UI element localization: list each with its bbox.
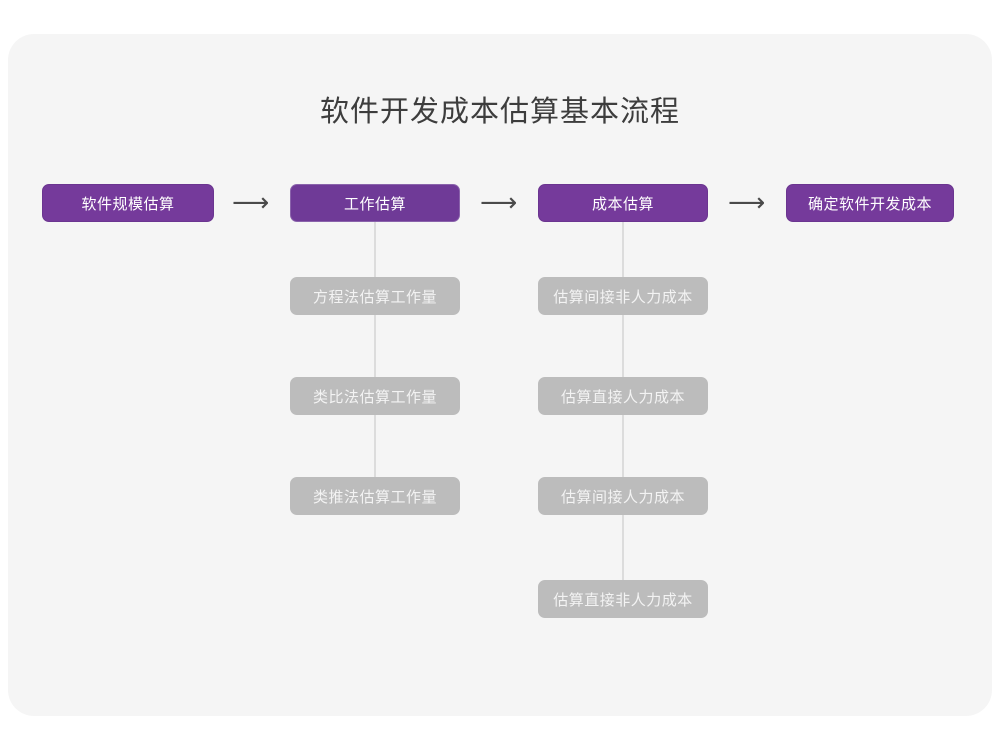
substep-box-direct-nonlabor-cost[interactable]: 估算直接非人力成本	[538, 580, 708, 618]
stage-box-software-scale-estimation[interactable]: 软件规模估算	[42, 184, 214, 222]
stage-box-determine-development-cost[interactable]: 确定软件开发成本	[786, 184, 954, 222]
flow-arrow-3: ⟶	[728, 188, 766, 218]
content-card	[8, 34, 992, 716]
substep-box-direct-labor-cost[interactable]: 估算直接人力成本	[538, 377, 708, 415]
substep-box-equation-method-effort[interactable]: 方程法估算工作量	[290, 277, 460, 315]
substep-box-label: 估算间接人力成本	[560, 488, 685, 506]
substep-box-inference-method-effort[interactable]: 类推法估算工作量	[290, 477, 460, 515]
substep-box-indirect-nonlabor-cost[interactable]: 估算间接非人力成本	[538, 277, 708, 315]
flow-arrow-1: ⟶	[232, 188, 270, 218]
connector-line-stage-2	[374, 212, 376, 502]
stage-box-label: 工作估算	[343, 195, 406, 213]
stage-box-label: 确定软件开发成本	[807, 195, 932, 213]
flow-arrow-2: ⟶	[480, 188, 518, 218]
substep-box-label: 方程法估算工作量	[312, 288, 437, 306]
page-title: 软件开发成本估算基本流程	[319, 96, 680, 128]
substep-box-indirect-labor-cost[interactable]: 估算间接人力成本	[538, 477, 708, 515]
substep-box-analogy-method-effort[interactable]: 类比法估算工作量	[290, 377, 460, 415]
substep-box-label: 估算间接非人力成本	[553, 288, 693, 306]
substep-box-label: 类推法估算工作量	[312, 488, 437, 506]
stage-box-effort-estimation[interactable]: 工作估算	[290, 184, 460, 222]
stage-box-label: 成本估算	[591, 195, 654, 213]
stage-box-label: 软件规模估算	[81, 195, 175, 213]
substep-box-label: 估算直接非人力成本	[553, 591, 693, 609]
substep-box-label: 估算直接人力成本	[560, 388, 685, 406]
substep-box-label: 类比法估算工作量	[312, 388, 437, 406]
stage-box-cost-estimation[interactable]: 成本估算	[538, 184, 708, 222]
